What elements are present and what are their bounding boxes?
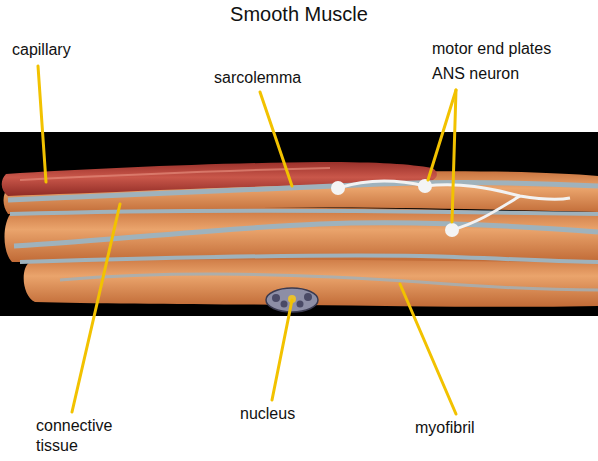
chromatin-dot: [281, 301, 288, 308]
motor-end-plate: [418, 179, 432, 193]
capillary-highlight: [20, 168, 330, 180]
ans-neuron: [331, 179, 570, 237]
muscle-cell: [24, 255, 598, 306]
part-label: motor end plates ANS neuron: [432, 36, 572, 86]
part-label: myofibril: [415, 418, 475, 438]
nerve-fiber: [425, 185, 570, 200]
connective-tissue: [8, 183, 598, 200]
part-label: connective tissue: [36, 416, 136, 456]
part-label: capillary: [12, 40, 71, 60]
motor-end-plate: [445, 223, 459, 237]
nerve-fiber: [452, 196, 520, 230]
leader-line: [272, 300, 292, 400]
photo-background: [0, 132, 598, 316]
leader-line: [428, 90, 456, 180]
connective-tissue: [60, 274, 598, 290]
muscle-model: [2, 162, 598, 312]
diagram-title: Smooth Muscle: [0, 2, 598, 26]
connective-tissue: [10, 211, 598, 214]
leader-line: [260, 92, 292, 186]
leader-line: [452, 90, 456, 222]
chromatin-dot: [304, 293, 312, 301]
nerve-fiber: [338, 181, 425, 188]
leader-line: [400, 284, 456, 414]
motor-end-plate: [331, 181, 345, 195]
part-label: sarcolemma: [214, 68, 301, 88]
chromatin-dot: [297, 301, 304, 308]
chromatin-dot: [272, 294, 280, 302]
connective-tissue: [14, 223, 598, 246]
muscle-cell: [5, 208, 598, 262]
leader-line: [72, 204, 120, 412]
leader-line: [38, 66, 46, 182]
leader-lines: [38, 66, 456, 414]
part-label: nucleus: [240, 404, 295, 424]
